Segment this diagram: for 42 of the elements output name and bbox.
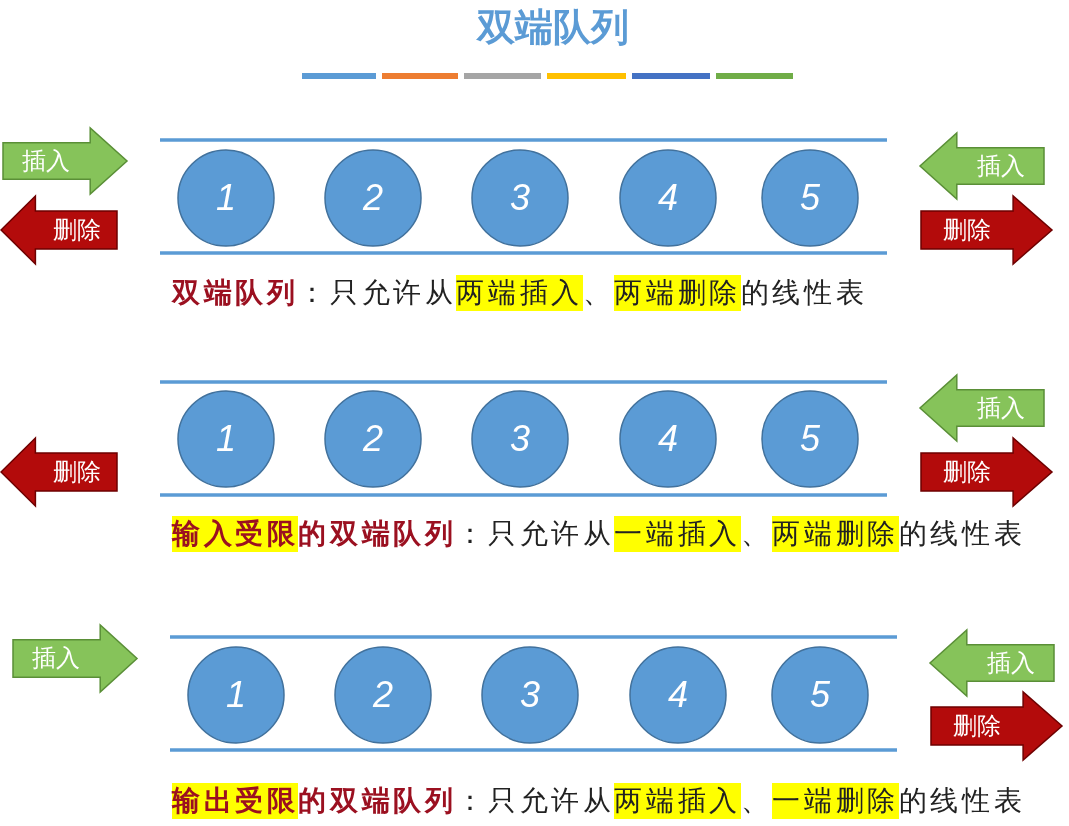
numbered-circle: 5 <box>761 390 859 488</box>
numbered-circle: 5 <box>761 149 859 247</box>
right-arrow: 删除 <box>920 195 1053 265</box>
numbered-circle: 3 <box>471 390 569 488</box>
numbered-circle: 1 <box>177 390 275 488</box>
left-arrow: 删除 <box>0 437 118 507</box>
term-text: 的双端队列 <box>298 783 457 819</box>
description-text: 、 <box>740 783 773 819</box>
numbered-circle: 1 <box>187 646 285 744</box>
description-text: ：只允许从 <box>456 516 615 552</box>
numbered-circle: 1 <box>177 149 275 247</box>
description-text: 、 <box>582 275 615 311</box>
highlighted-text: 两端删除 <box>772 516 899 552</box>
title: 双端队列 <box>475 4 630 51</box>
right-arrow: 插入 <box>12 624 138 693</box>
description-text: 、 <box>740 516 773 552</box>
term-text: 的双端队列 <box>298 516 457 552</box>
right-arrow: 删除 <box>930 691 1063 761</box>
numbered-circle: 2 <box>324 149 422 247</box>
numbered-circle: 5 <box>771 646 869 744</box>
numbered-circle: 3 <box>471 149 569 247</box>
left-arrow: 插入 <box>919 132 1045 200</box>
numbered-circle: 4 <box>629 646 727 744</box>
description-text: 的线性表 <box>898 516 1026 552</box>
right-arrow: 删除 <box>920 437 1053 507</box>
numbered-circle: 2 <box>334 646 432 744</box>
description-text: 的线性表 <box>898 783 1026 819</box>
description-text: 的线性表 <box>740 275 868 311</box>
left-arrow: 插入 <box>929 629 1055 697</box>
numbered-circle: 4 <box>619 390 717 488</box>
highlighted-text: 两端插入 <box>614 783 741 819</box>
left-arrow: 删除 <box>0 195 118 265</box>
numbered-circle: 2 <box>324 390 422 488</box>
numbered-circle: 3 <box>481 646 579 744</box>
numbered-circle: 4 <box>619 149 717 247</box>
term-text: 双端队列 <box>172 275 299 311</box>
right-arrow: 插入 <box>2 127 128 195</box>
highlighted-text: 两端插入 <box>456 275 583 311</box>
highlighted-text: 两端删除 <box>614 275 741 311</box>
highlighted-text: 一端插入 <box>614 516 741 552</box>
highlighted-text: 一端删除 <box>772 783 899 819</box>
left-arrow: 插入 <box>919 374 1045 442</box>
